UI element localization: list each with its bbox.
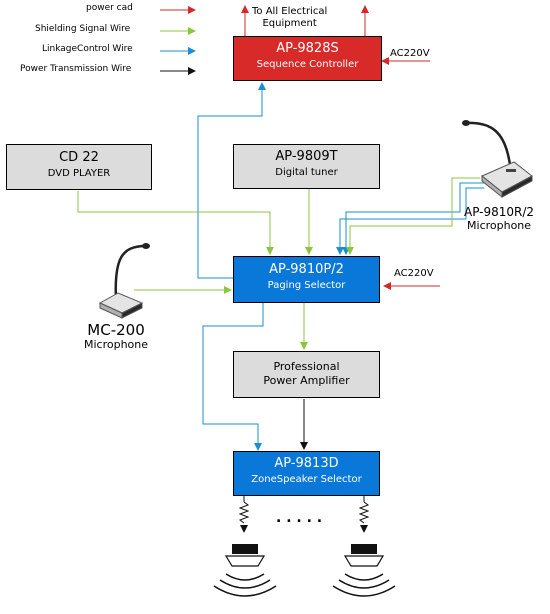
ac-label-top: AC220V <box>390 48 430 59</box>
microphone-left-model: MC-200 <box>87 321 145 339</box>
microphone-left-label: MC-200 Microphone <box>84 322 148 351</box>
microphone-left-icon <box>98 243 150 319</box>
header-note: To All Electrical Equipment <box>252 6 327 29</box>
microphone-right-label: AP-9810R/2 Microphone <box>464 205 535 232</box>
wire-linkage-mic-2 <box>336 187 484 255</box>
paging-selector-desc: Paging Selector <box>267 280 346 292</box>
power-amplifier-line-2: Power Amplifier <box>263 374 350 388</box>
zone-selector-model: AP-9813D <box>274 456 339 471</box>
power-amplifier-box: Professional Power Amplifier <box>233 351 380 398</box>
header-note-line-2: Equipment <box>262 17 317 29</box>
wire-signal-mic-right <box>346 177 480 255</box>
power-amplifier-line-1: Professional <box>273 360 340 373</box>
microphone-right-icon <box>462 120 533 199</box>
sequence-controller-box: AP-9828S Sequence Controller <box>233 36 382 81</box>
digital-tuner-model: AP-9809T <box>275 149 338 164</box>
digital-tuner-box: AP-9809T Digital tuner <box>233 144 380 189</box>
microphone-right-desc: Microphone <box>467 218 532 232</box>
wire-speaker-right <box>358 496 370 533</box>
paging-selector-box: AP-9810P/2 Paging Selector <box>233 256 380 303</box>
speaker-right-icon <box>332 544 396 597</box>
wire-linkage-zone <box>202 303 264 451</box>
speaker-left-icon <box>213 544 277 597</box>
legend-label-linkage: LinkageControl Wire <box>42 44 133 54</box>
zone-selector-box: AP-9813D ZoneSpeaker Selector <box>233 451 380 496</box>
legend-label-shielding: Shielding Signal Wire <box>35 24 131 34</box>
dvd-player-model: CD 22 <box>59 150 99 165</box>
paging-selector-model: AP-9810P/2 <box>269 262 344 277</box>
digital-tuner-desc: Digital tuner <box>275 167 338 179</box>
wire-linkage-seq <box>197 82 266 279</box>
legend-label-power-cad: power cad <box>86 3 133 13</box>
dvd-player-desc: DVD PLAYER <box>47 168 111 180</box>
sequence-controller-model: AP-9828S <box>276 41 339 56</box>
wire-speaker-left <box>238 496 250 533</box>
legend-label-power-transmission: Power Transmission Wire <box>20 64 132 74</box>
microphone-left-desc: Microphone <box>84 337 149 351</box>
microphone-right-model: AP-9810R/2 <box>464 205 535 219</box>
header-note-line-1: To All Electrical <box>252 6 328 17</box>
dvd-player-box: CD 22 DVD PLAYER <box>6 144 152 190</box>
speaker-ellipsis: . . . . . <box>276 510 323 526</box>
wire-linkage-mic-1 <box>342 182 484 255</box>
wire-signal-dvd <box>77 191 274 255</box>
zone-selector-desc: ZoneSpeaker Selector <box>251 474 362 486</box>
ac-label-middle: AC220V <box>394 268 434 279</box>
sequence-controller-desc: Sequence Controller <box>256 59 359 71</box>
